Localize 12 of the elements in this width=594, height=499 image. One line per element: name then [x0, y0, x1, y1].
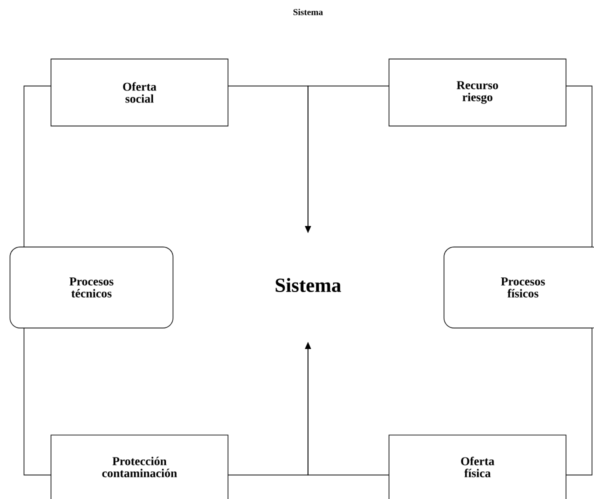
title: Sistema [294, 8, 323, 16]
process-box: Oferta social [50, 58, 228, 126]
connector-line [24, 86, 52, 248]
connector-line [566, 328, 592, 476]
process-box: Recurso riesgo [388, 58, 566, 126]
connector-line [24, 328, 52, 476]
rounded-box: Procesos técnicos [10, 246, 174, 328]
connector-line [566, 86, 592, 248]
center-label: Sistema [276, 278, 342, 292]
rounded-box: Procesos físicos [444, 246, 594, 328]
process-box: Protección contaminación [50, 434, 228, 499]
process-box: Oferta física [388, 434, 566, 499]
